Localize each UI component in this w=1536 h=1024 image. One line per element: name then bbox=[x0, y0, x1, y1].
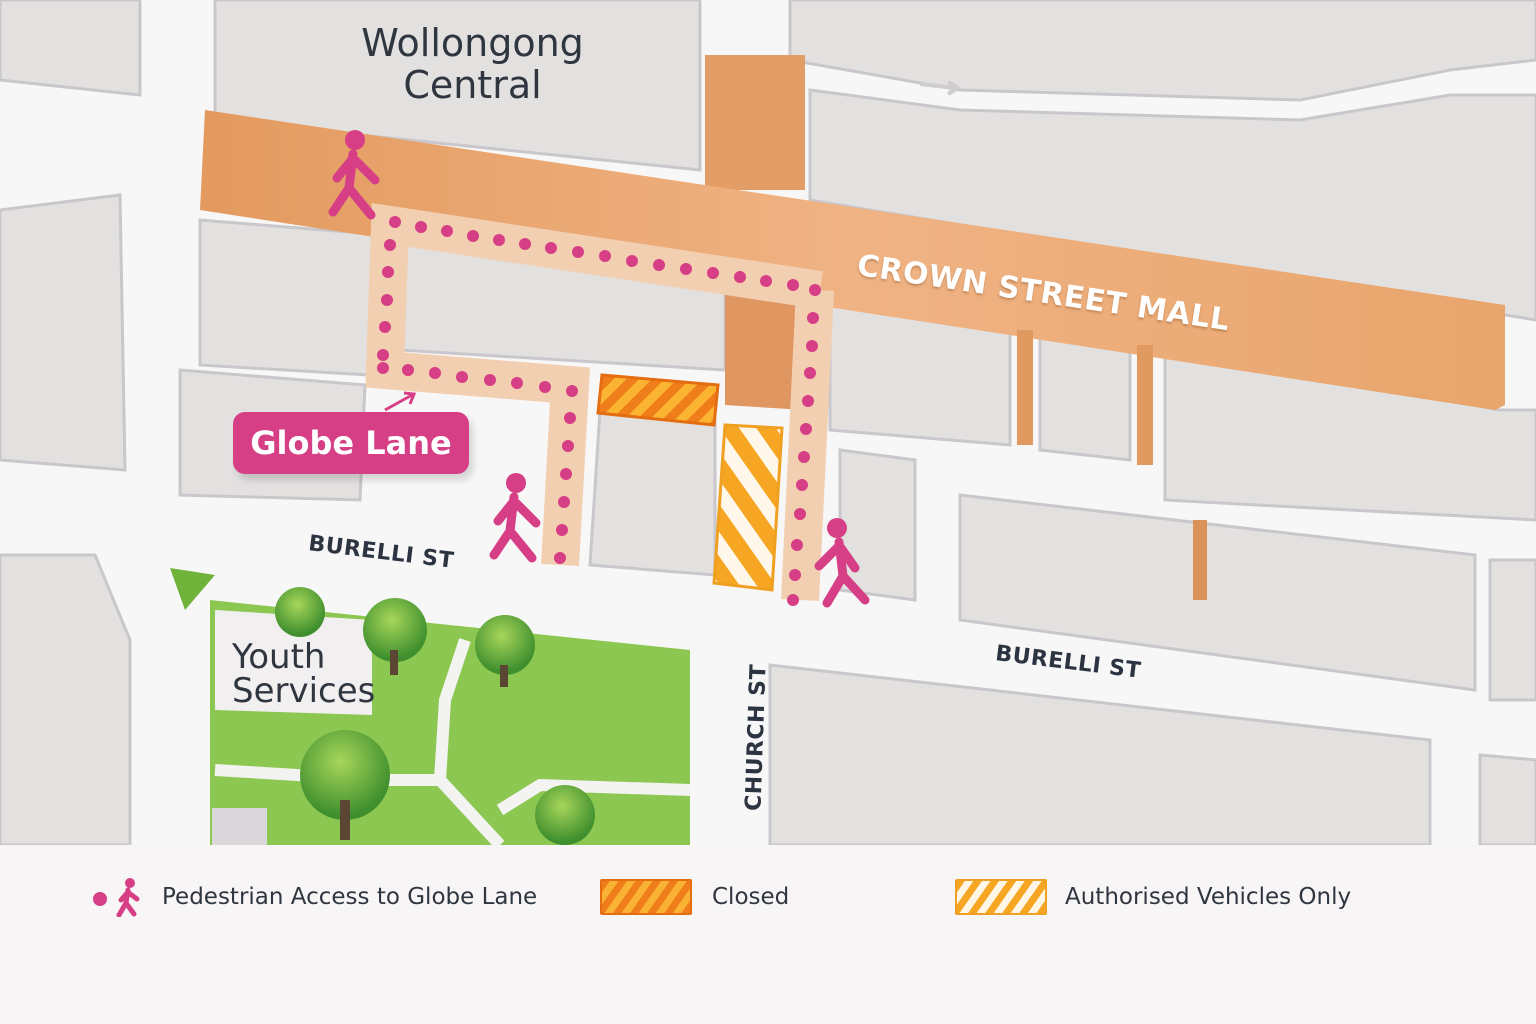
pedestrian-walker-icon bbox=[328, 130, 870, 608]
place-line-1: Youth bbox=[232, 637, 326, 677]
buildings bbox=[0, 0, 1536, 845]
legend-item-authorised: Authorised Vehicles Only bbox=[955, 877, 1351, 917]
closed-section bbox=[596, 373, 720, 427]
closed-hatch-swatch bbox=[600, 879, 692, 915]
church-st-label: CHURCH ST bbox=[741, 663, 772, 812]
map-legend: Pedestrian Access to Globe Lane Closed A… bbox=[0, 845, 1536, 1024]
globe-lane-callout[interactable]: Globe Lane bbox=[233, 412, 469, 474]
place-line-2: Services bbox=[232, 671, 376, 711]
authorised-hatch-swatch bbox=[955, 879, 1047, 915]
park-area bbox=[170, 568, 691, 845]
one-way-arrow-icon bbox=[919, 80, 962, 96]
pedestrian-dot-walker-icon bbox=[93, 878, 140, 917]
wollongong-central-label: Wollongong Central bbox=[355, 22, 590, 106]
arrow-icon bbox=[384, 391, 417, 412]
authorised-vehicles-section bbox=[712, 423, 784, 592]
place-line-1: Wollongong bbox=[361, 21, 584, 65]
street-map[interactable] bbox=[0, 0, 1536, 845]
legend-item-closed: Closed bbox=[600, 877, 789, 917]
legend-label: Pedestrian Access to Globe Lane bbox=[162, 884, 538, 910]
youth-services-label: Youth Services bbox=[232, 640, 375, 708]
legend-item-pedestrian: Pedestrian Access to Globe Lane bbox=[92, 877, 537, 917]
place-line-2: Central bbox=[403, 63, 542, 107]
legend-label: Authorised Vehicles Only bbox=[1065, 884, 1352, 910]
legend-label: Closed bbox=[712, 884, 790, 910]
crown-street-mall bbox=[200, 55, 1505, 600]
pedestrian-route-dots bbox=[377, 216, 821, 606]
tree-icon bbox=[275, 587, 595, 845]
